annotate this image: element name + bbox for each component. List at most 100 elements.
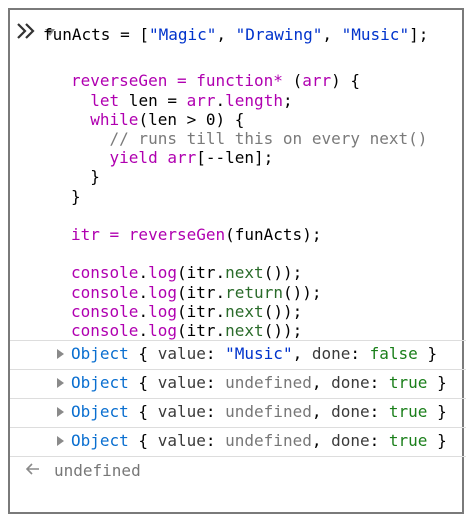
code-token: funActs = [ bbox=[43, 25, 149, 44]
code-token: . bbox=[138, 321, 149, 340]
code-token: ()); bbox=[263, 263, 303, 283]
code-line: } bbox=[71, 167, 100, 187]
code-token: log bbox=[148, 282, 177, 302]
code-token: . bbox=[138, 282, 149, 302]
output-token: Object bbox=[71, 344, 129, 363]
code-token: itr = bbox=[71, 225, 129, 244]
code-line: console.log(itr.next()); bbox=[71, 302, 302, 322]
code-token: ]; bbox=[409, 25, 429, 44]
code-token: reverseGen bbox=[128, 225, 226, 244]
output-token: } bbox=[427, 373, 447, 392]
code-line: console.log(itr.next()); bbox=[71, 321, 302, 341]
output-token: } bbox=[427, 431, 447, 450]
code-token: console bbox=[71, 282, 139, 302]
output-token: undefined bbox=[225, 402, 312, 421]
code-line: let len = arr.length; bbox=[71, 90, 292, 111]
output-token: Object bbox=[71, 402, 129, 421]
output-token: "Music" bbox=[225, 344, 293, 363]
code-token: arr bbox=[167, 148, 197, 168]
code-token: (itr. bbox=[176, 282, 226, 302]
code-token: console bbox=[71, 321, 139, 340]
code-token: "Drawing" bbox=[235, 25, 323, 44]
output-token: : bbox=[205, 373, 226, 392]
code-token: ) { bbox=[331, 71, 361, 91]
code-token: next bbox=[225, 321, 264, 340]
code-token: len = bbox=[119, 90, 187, 110]
triangle-right-icon[interactable] bbox=[57, 407, 64, 417]
code-token: "Music" bbox=[341, 25, 410, 44]
output-object-row[interactable]: Object { value: undefined, done: true } bbox=[71, 431, 447, 451]
code-token: [--len]; bbox=[196, 148, 274, 168]
output-token: , bbox=[311, 431, 332, 450]
output-token: undefined bbox=[225, 431, 312, 450]
output-token: done bbox=[331, 431, 370, 450]
code-token: ( bbox=[282, 71, 303, 91]
output-token: { bbox=[128, 402, 158, 421]
output-object-row[interactable]: Object { value: "Music", done: false } bbox=[71, 344, 437, 364]
console-panel bbox=[8, 8, 464, 514]
code-token: arr bbox=[302, 71, 332, 91]
code-token: ()); bbox=[263, 321, 303, 340]
code-token: reverseGen = bbox=[71, 71, 197, 91]
code-line: console.log(itr.next()); bbox=[71, 263, 302, 283]
code-token: yield bbox=[109, 148, 158, 168]
separator bbox=[10, 340, 466, 341]
code-token: next bbox=[225, 263, 264, 283]
separator bbox=[10, 427, 466, 428]
code-token: // runs till this on every next() bbox=[109, 129, 428, 148]
output-token: true bbox=[388, 431, 428, 450]
code-token: let bbox=[90, 90, 120, 110]
code-line: while(len > 0) { bbox=[71, 110, 244, 130]
output-token: true bbox=[388, 373, 428, 392]
code-token: log bbox=[148, 321, 177, 340]
code-token bbox=[71, 91, 90, 110]
code-token: . bbox=[138, 263, 149, 283]
separator bbox=[10, 456, 466, 457]
output-token: : bbox=[205, 431, 226, 450]
output-token: Object bbox=[71, 431, 129, 450]
separator bbox=[10, 398, 466, 399]
output-object-row[interactable]: Object { value: undefined, done: true } bbox=[71, 373, 447, 393]
output-token: , bbox=[311, 373, 332, 392]
code-token bbox=[71, 110, 90, 129]
output-token: value bbox=[157, 373, 206, 392]
code-token: next bbox=[225, 301, 264, 321]
triangle-right-icon[interactable] bbox=[57, 378, 64, 388]
triangle-right-icon[interactable] bbox=[57, 436, 64, 446]
code-token bbox=[71, 129, 110, 148]
code-token: console bbox=[71, 263, 139, 283]
code-line: reverseGen = function* (arr) { bbox=[71, 71, 360, 91]
eval-result: undefined bbox=[54, 461, 141, 480]
code-token: while bbox=[90, 109, 139, 129]
output-token: value bbox=[157, 402, 206, 421]
output-token: : bbox=[350, 344, 370, 363]
code-token: 0 bbox=[205, 109, 216, 129]
code-token: return bbox=[225, 282, 283, 302]
code-token: function* bbox=[196, 71, 283, 91]
output-token: { bbox=[128, 373, 158, 392]
output-token: : bbox=[369, 431, 389, 450]
triangle-down-icon[interactable] bbox=[45, 29, 55, 36]
code-token: arr bbox=[186, 90, 216, 110]
code-token: (itr. bbox=[176, 321, 226, 340]
code-token: length bbox=[225, 90, 283, 110]
output-token: true bbox=[388, 402, 428, 421]
output-object-row[interactable]: Object { value: undefined, done: true } bbox=[71, 402, 447, 422]
output-token: done bbox=[331, 373, 370, 392]
output-token: : bbox=[369, 373, 389, 392]
output-token: , bbox=[292, 344, 312, 363]
output-token: } bbox=[417, 344, 438, 363]
output-token: : bbox=[369, 402, 389, 421]
code-line: itr = reverseGen(funActs); bbox=[71, 225, 321, 245]
code-token bbox=[71, 148, 110, 167]
code-token: ()); bbox=[263, 301, 303, 321]
triangle-right-icon[interactable] bbox=[57, 349, 64, 359]
code-token: "Magic" bbox=[148, 25, 217, 44]
code-token: . bbox=[138, 301, 149, 321]
double-chevron-right-icon bbox=[17, 23, 35, 39]
code-token: (len > bbox=[138, 109, 206, 129]
code-line: } bbox=[71, 187, 81, 207]
output-token: , bbox=[311, 402, 332, 421]
output-token: value bbox=[157, 431, 206, 450]
code-token: , bbox=[216, 25, 236, 44]
